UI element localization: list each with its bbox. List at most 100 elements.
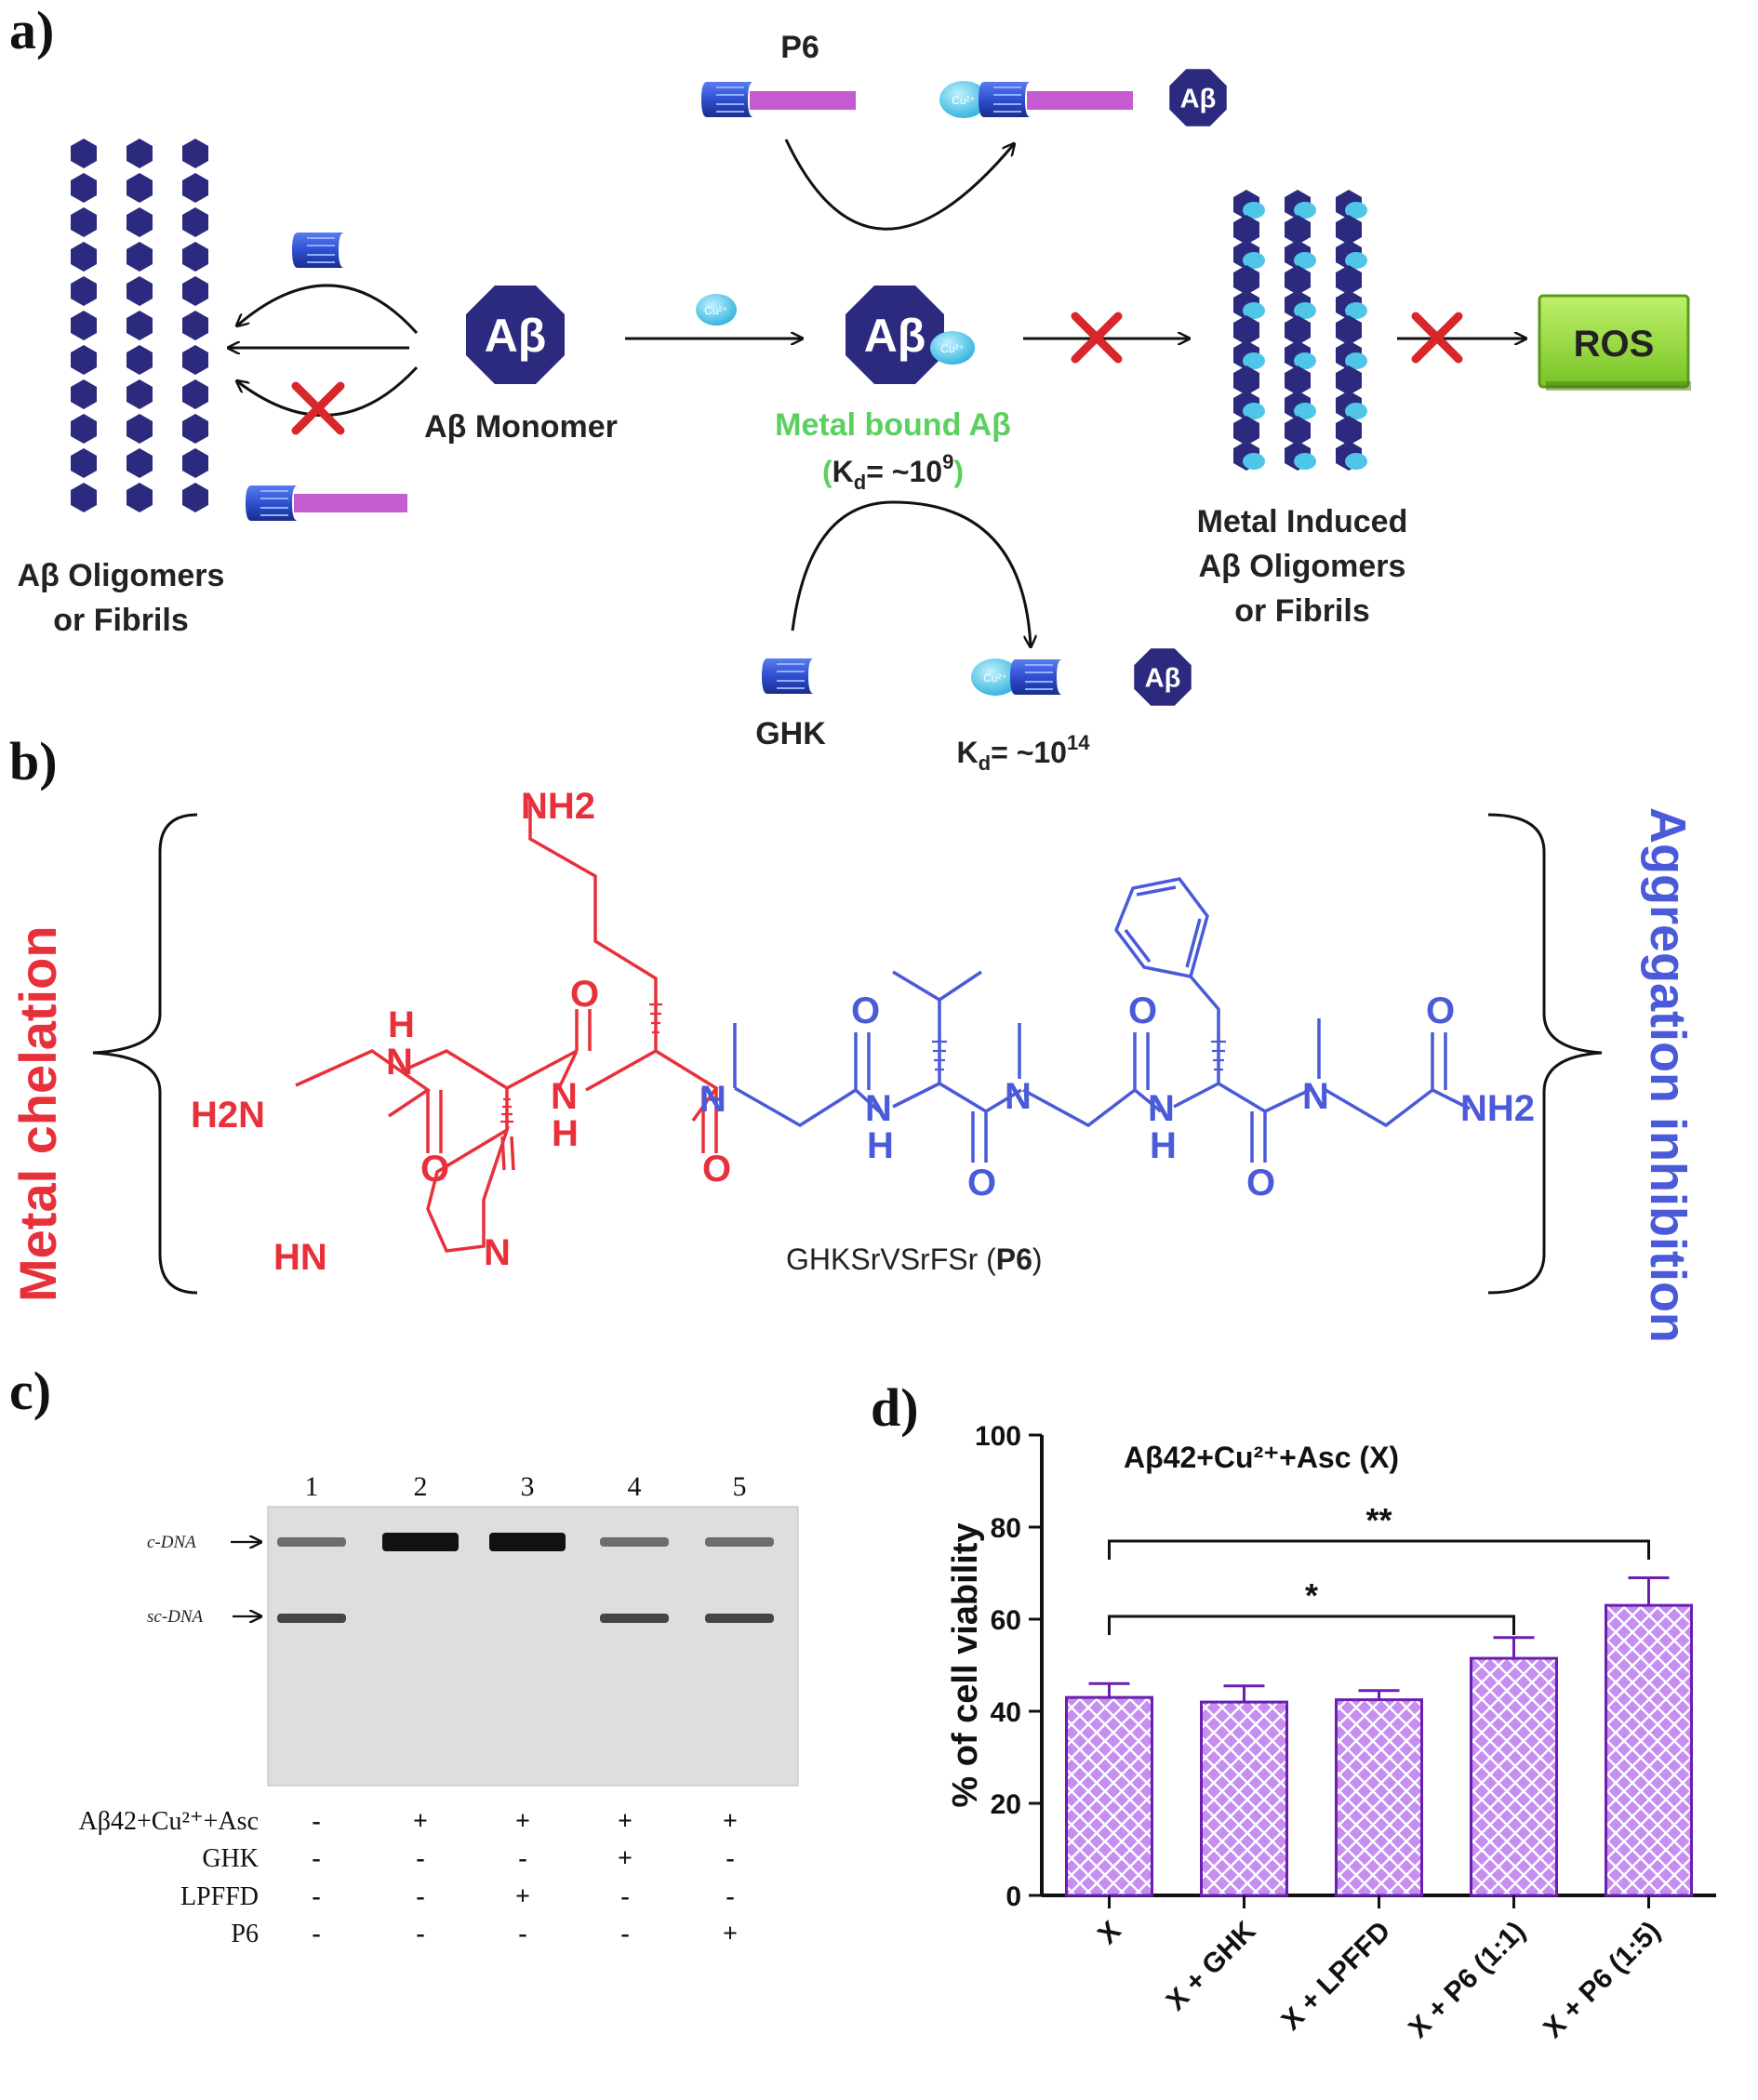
condition-value: - (518, 1920, 526, 1948)
ab-bead (182, 276, 208, 306)
svg-text:Aβ: Aβ (1145, 663, 1181, 693)
ab-bead (127, 311, 153, 340)
condition-value: - (726, 1882, 734, 1911)
condition-name: GHK (202, 1844, 259, 1873)
svg-text:Cu²⁺: Cu²⁺ (940, 342, 965, 355)
ab-bead (71, 483, 97, 512)
cu-dot (1243, 453, 1265, 470)
band-sc (600, 1614, 669, 1623)
ab-bead (182, 139, 208, 168)
ab-released-bottom: Aβ (1134, 648, 1192, 706)
atom-hn: HN (273, 1237, 327, 1278)
svg-text:Aβ: Aβ (1180, 84, 1217, 113)
metal-induced-fibrils (1233, 190, 1367, 471)
x-tick-label: X + GHK (1161, 1915, 1262, 2016)
svg-text:Cu²⁺: Cu²⁺ (704, 304, 728, 317)
oligomers-label-2: or Fibrils (53, 603, 188, 638)
atom-o-1: O (420, 1149, 449, 1190)
y-axis-label: % of cell viability (946, 1522, 985, 1807)
panel-d-label: d) (871, 1377, 919, 1438)
condition-value: - (518, 1844, 526, 1873)
arrow-ghk-inhibit (237, 284, 419, 335)
ab-bead (71, 242, 97, 272)
ab-bead (127, 448, 153, 478)
band-oc (705, 1537, 774, 1547)
panel-b-label: b) (9, 731, 58, 791)
condition-name: LPFFD (180, 1882, 259, 1911)
atom-n-5: N (1005, 1076, 1032, 1117)
significance-label: * (1305, 1576, 1318, 1615)
significance-bracket (1108, 1539, 1650, 1560)
band-label-oc: c-DNA (147, 1533, 196, 1552)
structure-red-bonds (295, 800, 719, 1253)
y-tick-label: 100 (975, 1421, 1021, 1452)
panel-a: a) Aβ Oligomers or Fibrils Aβ Aβ Monomer… (9, 0, 1691, 775)
condition-value: - (620, 1882, 629, 1911)
condition-value: - (312, 1882, 320, 1911)
metal-bound-ab-icon: Aβ Cu²⁺ (846, 286, 975, 384)
condition-value: + (515, 1807, 530, 1836)
bar (1605, 1603, 1693, 1897)
atom-h-4: H (867, 1125, 894, 1166)
atom-nh2-top: NH2 (521, 786, 595, 827)
atom-h-1: H (388, 1004, 415, 1045)
y-tick-label: 40 (991, 1697, 1021, 1728)
atom-o-6: O (1128, 990, 1157, 1031)
condition-name: Aβ42+Cu²⁺+Asc (79, 1807, 259, 1836)
ros-label: ROS (1574, 324, 1655, 365)
ab-bead (182, 242, 208, 272)
condition-value: + (618, 1844, 633, 1873)
ab-bead (127, 173, 153, 203)
cu-dot (1243, 202, 1265, 219)
bar (1065, 1695, 1153, 1897)
ab-monomer-icon: Aβ (466, 286, 565, 384)
atom-n-7: N (1302, 1076, 1329, 1117)
p6-peptide-top (700, 81, 856, 118)
ab-bead (127, 276, 153, 306)
bar (1470, 1656, 1558, 1897)
svg-text:Cu²⁺: Cu²⁺ (952, 94, 976, 107)
svg-text:Aβ: Aβ (864, 310, 926, 362)
ab-released-top: Aβ (1169, 69, 1227, 126)
cu-dot (1294, 403, 1316, 419)
metal-induced-label-2: Aβ Oligomers (1199, 549, 1406, 584)
ab-bead (182, 345, 208, 375)
ab-bead (127, 207, 153, 237)
atom-o-7: O (1246, 1163, 1275, 1203)
cross-icon (291, 381, 345, 435)
significance-bracket (1108, 1615, 1515, 1635)
ros-box: ROS (1538, 294, 1691, 391)
atom-o-2: O (570, 974, 599, 1015)
atom-h-2: H (552, 1113, 579, 1154)
band-label-sc: sc-DNA (147, 1607, 204, 1627)
atom-o-8: O (1426, 990, 1455, 1031)
y-tick-label: 20 (991, 1789, 1021, 1820)
y-tick-label: 80 (991, 1513, 1021, 1544)
lane-number: 2 (414, 1471, 428, 1502)
cu-dot (1345, 352, 1367, 369)
atom-n-2: N (551, 1076, 578, 1117)
ab-bead (127, 379, 153, 409)
aggregation-inhibition-label: Aggregation inhibition (1640, 807, 1696, 1343)
x-tick-label: X + LPFFD (1275, 1916, 1396, 2037)
ab-bead (182, 414, 208, 444)
cu-dot (1345, 202, 1367, 219)
ab-fibrils-left (71, 139, 208, 512)
hashed-bonds-blue (932, 1040, 1226, 1071)
band-oc (277, 1537, 346, 1547)
band-sc (277, 1614, 346, 1623)
condition-value: - (726, 1844, 734, 1873)
x-tick-label: X (1092, 1916, 1126, 1950)
cu-dot (1243, 352, 1265, 369)
atom-o-3: O (702, 1149, 731, 1190)
ab-bead (182, 483, 208, 512)
arrow-ghk-chelation (791, 500, 1031, 646)
cu-dot (1243, 302, 1265, 319)
condition-value: + (723, 1920, 738, 1948)
x-tick-label: X + P6 (1:1) (1403, 1916, 1531, 2044)
gel-image (267, 1506, 799, 1787)
condition-value: - (312, 1844, 320, 1873)
